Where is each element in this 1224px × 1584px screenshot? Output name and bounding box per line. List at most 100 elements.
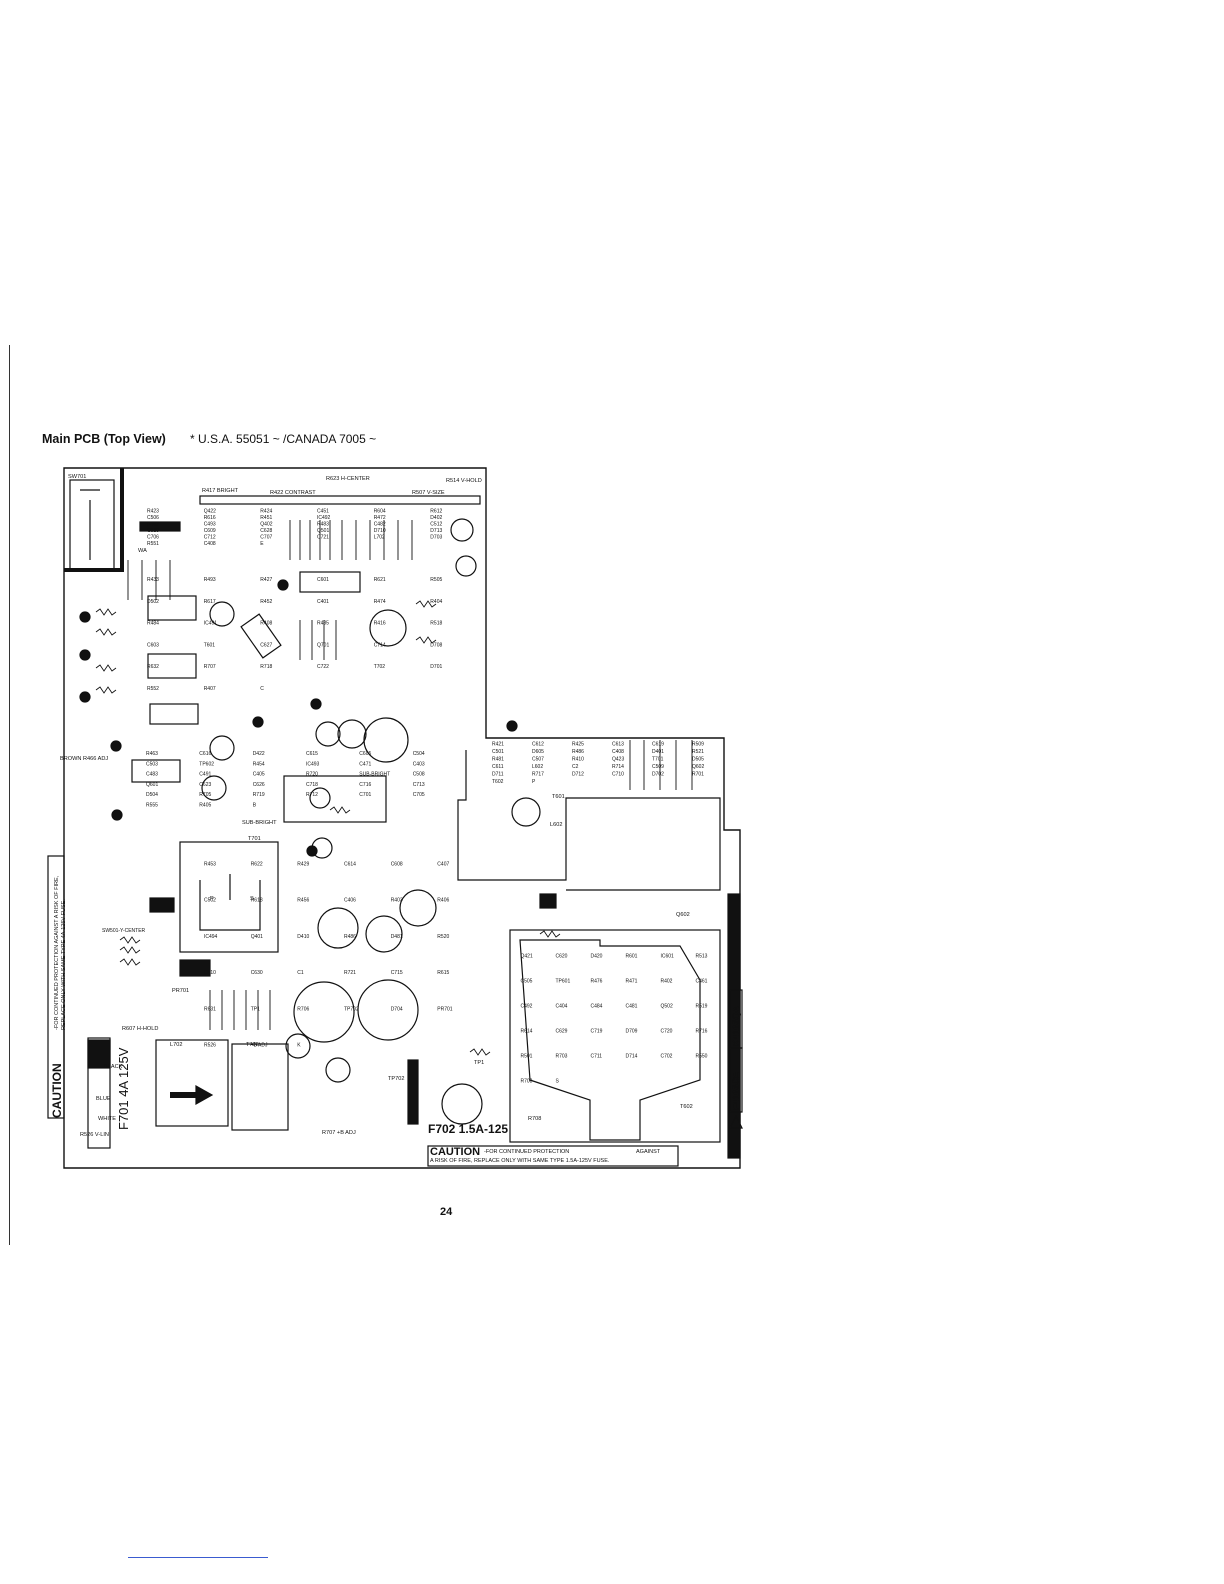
- label-tp702: TP702: [388, 1076, 404, 1082]
- component-label: IC494: [204, 934, 218, 940]
- component-label: D401: [652, 749, 664, 755]
- component-label: D422: [253, 751, 265, 757]
- caution-bottom-heading: CAUTION: [430, 1146, 481, 1158]
- component-label: D504: [146, 792, 158, 798]
- component-label: R521: [692, 749, 704, 755]
- component-label: R712: [306, 792, 318, 798]
- board-inner-left-edge: [64, 468, 124, 572]
- caution-left-line2: REPLACE ONLY WITH SAME TYPE 4A-125V FUSE…: [61, 899, 67, 1030]
- footer-rule: [128, 1557, 268, 1558]
- component-label: R550: [696, 1054, 708, 1060]
- label-t702: T702: [246, 1042, 259, 1048]
- t602-region: [509, 929, 721, 1143]
- component-label: Q502: [661, 1004, 673, 1010]
- component-label: R407: [204, 686, 216, 692]
- component-label: C491: [199, 772, 211, 778]
- cap-c481: [201, 775, 227, 801]
- component-label: C614: [344, 861, 356, 867]
- label-white: WHITE: [98, 1116, 116, 1122]
- component-label: R551: [147, 541, 159, 547]
- component-label: R405: [199, 802, 211, 808]
- cap-c501: [369, 609, 407, 647]
- component-label: C404: [556, 1004, 568, 1010]
- label-wa: WA: [138, 548, 147, 554]
- label-vhold: R514 V-HOLD: [446, 478, 482, 484]
- component-label: R618: [251, 898, 263, 904]
- component-label: C493: [204, 522, 216, 528]
- component-label: C507: [532, 756, 544, 762]
- label-contrast: R422 CONTRAST: [270, 490, 316, 496]
- component-label: C718: [306, 782, 318, 788]
- caution-bottom-line2: A RISK OF FIRE, REPLACE ONLY WITH SAME T…: [430, 1158, 610, 1164]
- component-label: C451: [317, 509, 329, 515]
- component-label: C506: [147, 515, 159, 521]
- component-label: Q701: [317, 643, 329, 649]
- component-label: R453: [204, 861, 216, 867]
- ic601: [299, 571, 361, 593]
- component-label: IC491: [204, 621, 218, 627]
- part-number-box-2: [729, 1047, 743, 1113]
- component-label: C623: [199, 782, 211, 788]
- component-label: D420: [591, 954, 603, 960]
- component-label: R451: [260, 515, 272, 521]
- component-label: IC493: [306, 761, 320, 767]
- component-label: C629: [556, 1029, 568, 1035]
- label-l602: L602: [550, 822, 562, 828]
- component-label: C714: [374, 643, 386, 649]
- component-label: Q422: [204, 509, 216, 515]
- vertical-component-lines: [127, 520, 693, 1030]
- component-label: Q501: [317, 528, 329, 534]
- component-label: D701: [430, 664, 442, 670]
- component-label: C471: [359, 761, 371, 767]
- component-label: C: [260, 686, 264, 692]
- component-label: R404: [430, 599, 442, 605]
- component-label: R708: [521, 1079, 533, 1085]
- label-b-adj: R707 +B ADJ: [322, 1130, 356, 1136]
- component-label: C408: [612, 749, 624, 755]
- ground-triangle: [729, 1114, 743, 1129]
- component-label: R621: [374, 577, 386, 583]
- component-label: C620: [556, 954, 568, 960]
- component-label: C706: [147, 535, 159, 541]
- page-title: Main PCB (Top View): [42, 432, 166, 446]
- label-tp1: TP1: [474, 1060, 484, 1066]
- component-label: C722: [317, 664, 329, 670]
- component-label: C711: [591, 1054, 603, 1060]
- component-label: R425: [572, 741, 584, 747]
- component-label: C616: [199, 751, 211, 757]
- component-label: D502: [147, 599, 159, 605]
- component-label: R616: [204, 515, 216, 521]
- component-label: C605: [359, 751, 371, 757]
- component-label: Q602: [692, 764, 704, 770]
- component-label: R706: [297, 1006, 309, 1012]
- component-label: R615: [437, 970, 449, 976]
- component-label: R493: [204, 577, 216, 583]
- transformer-t701: [179, 841, 279, 953]
- caution-box-bottom: [427, 1145, 679, 1167]
- component-label: R705: [199, 792, 211, 798]
- component-label: R707: [204, 664, 216, 670]
- label-black: BLACK: [104, 1064, 123, 1070]
- component-label: D410: [297, 934, 309, 940]
- component-label: C407: [437, 861, 449, 867]
- component-label: IC492: [317, 515, 331, 521]
- label-hcenter: R623 H-CENTER: [326, 476, 370, 482]
- fuse-f701-label: F701 4A 125V: [116, 1047, 131, 1130]
- component-label: D605: [532, 749, 544, 755]
- flyback-outline: [457, 750, 721, 891]
- cap-c706: [293, 981, 355, 1043]
- component-label: R714: [612, 764, 624, 770]
- component-label: C716: [359, 782, 371, 788]
- component-label: C512: [430, 522, 442, 528]
- component-label: C712: [204, 535, 216, 541]
- component-label: C719: [591, 1029, 603, 1035]
- component-label: D702: [652, 771, 664, 777]
- component-label: C505: [521, 979, 533, 985]
- component-label: R526: [204, 1043, 216, 1049]
- component-label: D481: [391, 934, 403, 940]
- top-left-jumper: [139, 521, 181, 532]
- component-label: C405: [253, 772, 265, 778]
- component-label: R721: [344, 970, 356, 976]
- component-label: R456: [297, 898, 309, 904]
- component-label: C482: [374, 522, 386, 528]
